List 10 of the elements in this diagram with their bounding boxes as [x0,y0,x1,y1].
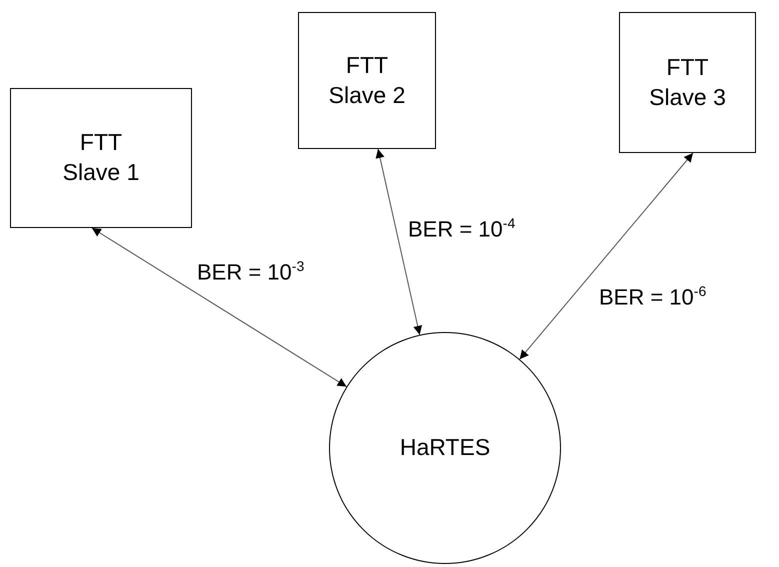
node-label: FTT Slave 3 [648,52,727,112]
node-label: HaRTES [398,433,492,462]
connector-arrow [519,152,694,360]
slave-box [619,12,756,153]
slave-box [10,88,192,228]
connector-arrow [376,148,422,336]
node-label: FTT Slave 1 [62,128,140,187]
connector-arrow [91,228,348,388]
node-label: FTT Slave 2 [328,50,406,110]
slave-box [298,12,436,149]
